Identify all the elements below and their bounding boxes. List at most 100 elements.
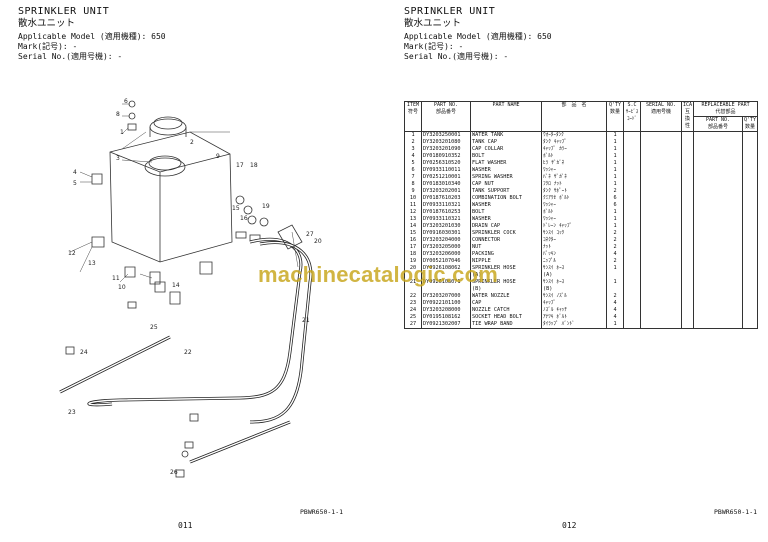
row-sc xyxy=(623,195,641,202)
row-rep-part-no xyxy=(693,251,744,258)
row-jp-name: ｺﾈｸﾀｰ xyxy=(541,237,607,244)
callout-3: 3 xyxy=(116,155,120,162)
row-jp-name: ﾀﾝｸ ｻﾎﾟｰﾄ xyxy=(541,188,607,195)
row-serial xyxy=(640,230,682,237)
row-jp-name: ｱﾅﾂｷ ﾎﾞﾙﾄ xyxy=(541,314,607,321)
row-serial xyxy=(640,202,682,209)
row-part-no: DY0933110321 xyxy=(421,202,471,209)
row-serial xyxy=(640,216,682,223)
row-serial xyxy=(640,223,682,230)
callout-11: 11 xyxy=(112,275,120,282)
row-jp-name: ﾀﾝｸ ｷｬｯﾌﾟ xyxy=(541,139,607,146)
row-sc xyxy=(623,321,641,329)
row-part-no: DY0183010340 xyxy=(421,181,471,188)
row-rep-part-no xyxy=(693,195,744,202)
row-serial xyxy=(640,265,682,272)
left-header: SPRINKLER UNIT 散水ユニット Applicable Model (… xyxy=(18,6,166,62)
row-item: 25 xyxy=(404,314,422,321)
callout-16: 16 xyxy=(240,215,248,222)
row-sc xyxy=(623,174,641,181)
row-rep-qty xyxy=(742,153,759,160)
row-serial xyxy=(640,293,682,300)
row-sc xyxy=(623,188,641,195)
row-qty: 1 xyxy=(606,216,624,223)
row-ica xyxy=(680,146,695,153)
row-part-no: DY0187610253 xyxy=(421,209,471,216)
row-sc xyxy=(623,314,641,321)
row-qty xyxy=(606,286,624,293)
row-serial xyxy=(640,244,682,251)
row-rep-qty xyxy=(742,223,759,230)
row-item: 23 xyxy=(404,300,422,307)
parts-table: ITEM 符号 PART NO. 部品番号 PART NAME 部 品 名 Q'… xyxy=(404,101,759,329)
row-qty: 6 xyxy=(606,202,624,209)
row-part-name: TIE WRAP BAND xyxy=(470,321,542,329)
row-serial xyxy=(640,160,682,167)
row-serial xyxy=(640,139,682,146)
row-part-name: SPRING WASHER xyxy=(470,174,542,181)
row-sc xyxy=(623,265,641,272)
row-ica xyxy=(680,188,695,195)
row-part-no: DY0933110011 xyxy=(421,167,471,174)
row-jp-name: ﾉｽﾞﾙ ｷｬｯﾁ xyxy=(541,307,607,314)
page-subtitle: 散水ユニット xyxy=(18,18,76,29)
row-rep-qty xyxy=(742,216,759,223)
row-part-no: DY3203201090 xyxy=(421,146,471,153)
row-item: 13 xyxy=(404,216,422,223)
row-serial xyxy=(640,153,682,160)
row-item: 4 xyxy=(404,153,422,160)
table-row: (A)(A) xyxy=(404,272,759,279)
page-title: SPRINKLER UNIT xyxy=(18,6,110,17)
page-subtitle-right: 散水ユニット xyxy=(404,18,462,29)
callout-21: 21 xyxy=(302,317,310,324)
row-qty: 1 xyxy=(606,160,624,167)
row-rep-qty xyxy=(742,131,759,139)
row-serial xyxy=(640,272,682,279)
row-part-name: BOLT xyxy=(470,209,542,216)
row-part-name: NOZZLE CATCH xyxy=(470,307,542,314)
callout-14: 14 xyxy=(172,282,180,289)
row-qty: 6 xyxy=(606,195,624,202)
row-sc xyxy=(623,167,641,174)
row-serial xyxy=(640,251,682,258)
row-ica xyxy=(680,153,695,160)
row-jp-name: ﾅｯﾄ xyxy=(541,244,607,251)
col-replaceable: REPLACEABLE PART 代替部品 xyxy=(693,101,759,117)
left-page-number: 011 xyxy=(178,521,193,530)
row-item: 5 xyxy=(404,160,422,167)
row-part-name: NUT xyxy=(470,244,542,251)
callout-5: 5 xyxy=(73,180,77,187)
row-sc xyxy=(623,146,641,153)
row-qty: 1 xyxy=(606,265,624,272)
applicable-model-right: Applicable Model (適用機種): 650 xyxy=(404,32,552,41)
row-item: 15 xyxy=(404,230,422,237)
row-ica xyxy=(680,244,695,251)
row-rep-qty xyxy=(742,300,759,307)
row-rep-qty xyxy=(742,286,759,293)
row-item: 10 xyxy=(404,195,422,202)
row-rep-part-no xyxy=(693,307,744,314)
col-qty: Q'TY 数量 xyxy=(606,101,624,132)
row-rep-part-no xyxy=(693,321,744,329)
row-rep-qty xyxy=(742,195,759,202)
row-part-name: WATER NOZZLE xyxy=(470,293,542,300)
row-rep-part-no xyxy=(693,139,744,146)
row-part-no: DY0922101100 xyxy=(421,300,471,307)
row-rep-part-no xyxy=(693,202,744,209)
row-serial xyxy=(640,181,682,188)
row-item: 1 xyxy=(404,131,422,139)
row-sc xyxy=(623,307,641,314)
row-rep-part-no xyxy=(693,286,744,293)
callout-22: 22 xyxy=(184,349,192,356)
row-item: 12 xyxy=(404,209,422,216)
row-jp-name: ｳｵｰﾀｰﾀﾝｸ xyxy=(541,131,607,139)
row-item: 24 xyxy=(404,307,422,314)
row-rep-qty xyxy=(742,230,759,237)
